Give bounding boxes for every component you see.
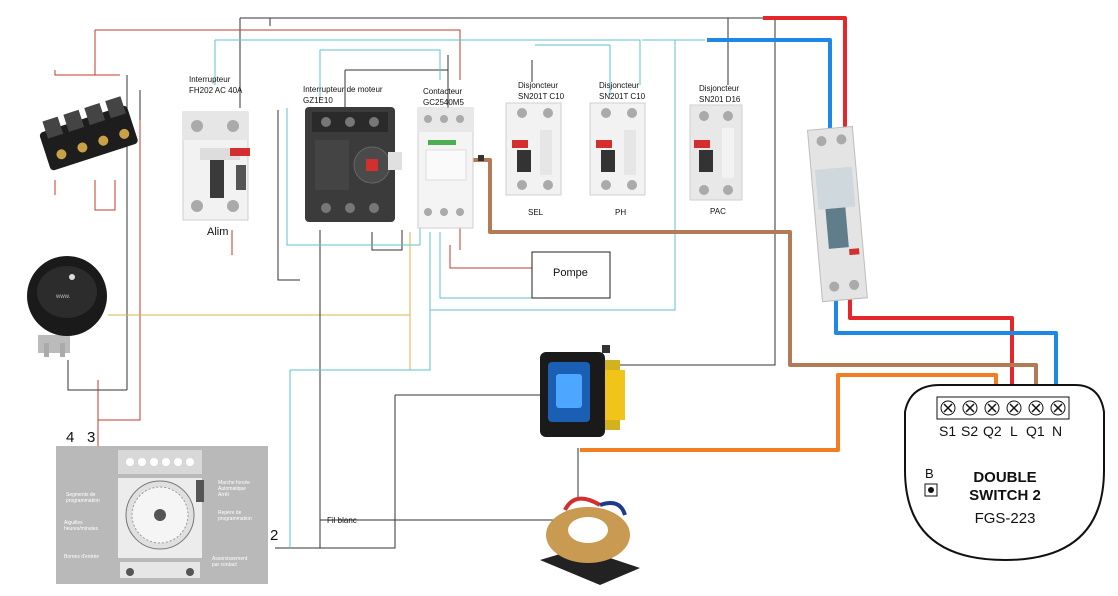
- timer-side-label: 2: [270, 527, 279, 544]
- pac-breaker-model: SN201 D16: [699, 95, 741, 104]
- pump-box: [531, 251, 611, 299]
- timer-note-segments: Segments de programmation: [66, 492, 100, 504]
- sel-breaker-title: Disjoncteur: [518, 81, 559, 90]
- switch-model: FGS-223: [974, 510, 1036, 527]
- terminal-label-q2: Q2: [983, 423, 1002, 439]
- ph-breaker-caption: PH: [615, 208, 627, 217]
- sel-breaker-device: [505, 102, 562, 196]
- terminal-label-n: N: [1052, 423, 1063, 439]
- timer-note-marker: Repère de programmation: [218, 510, 252, 522]
- switch-name-line1: DOUBLE: [973, 469, 1037, 486]
- timer-note-inputs: Bornes d'entrée: [64, 554, 100, 560]
- dark-red-wires: [54, 29, 532, 450]
- motor-breaker-device: [305, 107, 402, 222]
- transformer: [540, 496, 640, 585]
- black-wires: [67, 17, 946, 549]
- pump-label: Pompe: [553, 267, 588, 279]
- blue-neutral-wire-bottom: [834, 290, 1058, 395]
- motor-breaker-title: Interrupteur de moteur: [303, 85, 383, 94]
- switch-name-line2: SWITCH 2: [969, 487, 1041, 504]
- main-breaker-caption: Alim: [207, 226, 229, 238]
- sel-breaker-caption: SEL: [528, 208, 544, 217]
- terminal-label-s1: S1: [939, 423, 957, 439]
- right-breaker-device: [806, 125, 868, 303]
- round-rocker-switch: www.: [27, 256, 107, 357]
- red-phase-wire-bottom: [848, 290, 1014, 395]
- double-switch-module: [904, 384, 1105, 562]
- ph-breaker-title: Disjoncteur: [599, 81, 640, 90]
- terminal-label-s2: S2: [961, 423, 979, 439]
- timer-note-contact: Asservissement par contact: [212, 556, 248, 568]
- main-breaker-title: Interrupteur: [189, 75, 231, 84]
- blue-neutral-wire-top: [707, 38, 832, 135]
- contactor-title: Contacteur: [423, 87, 463, 96]
- timer-pin-4: 4: [66, 429, 75, 446]
- misc-wires: [277, 110, 579, 455]
- ph-breaker-device: [589, 102, 646, 196]
- timer-note-mode: Marche forcée Automatique Arrêt: [218, 480, 250, 498]
- pac-breaker-device: [689, 104, 743, 201]
- terminal-block: [39, 96, 138, 171]
- sel-breaker-model: SN201T C10: [518, 92, 565, 101]
- cyan-wires: [214, 39, 705, 548]
- contactor-model: GC2540M5: [423, 98, 464, 107]
- pac-breaker-caption: PAC: [710, 207, 726, 216]
- terminal-label-l: L: [1010, 423, 1018, 439]
- pac-breaker-title: Disjoncteur: [699, 84, 740, 93]
- timer-note-hands: Aiguilles heures/minutes: [64, 520, 99, 532]
- main-breaker-device: [182, 111, 250, 221]
- ph-breaker-model: SN201T C10: [599, 92, 646, 101]
- svg-text:www.: www.: [55, 294, 71, 300]
- white-wire-label: Fil blanc: [327, 516, 357, 525]
- timer-pin-3: 3: [87, 429, 96, 446]
- red-phase-wire-top: [763, 16, 847, 135]
- motor-breaker-model: GZ1E10: [303, 96, 333, 105]
- b-button-label: B: [925, 466, 934, 481]
- yellow-wires: [108, 232, 411, 370]
- illuminated-rocker-switch: [540, 345, 625, 437]
- main-breaker-model: FH202 AC 40A: [189, 86, 243, 95]
- timer-module: [56, 446, 268, 584]
- contactor-device: [417, 107, 484, 229]
- terminal-label-q1: Q1: [1026, 423, 1045, 439]
- orange-wire: [580, 373, 998, 452]
